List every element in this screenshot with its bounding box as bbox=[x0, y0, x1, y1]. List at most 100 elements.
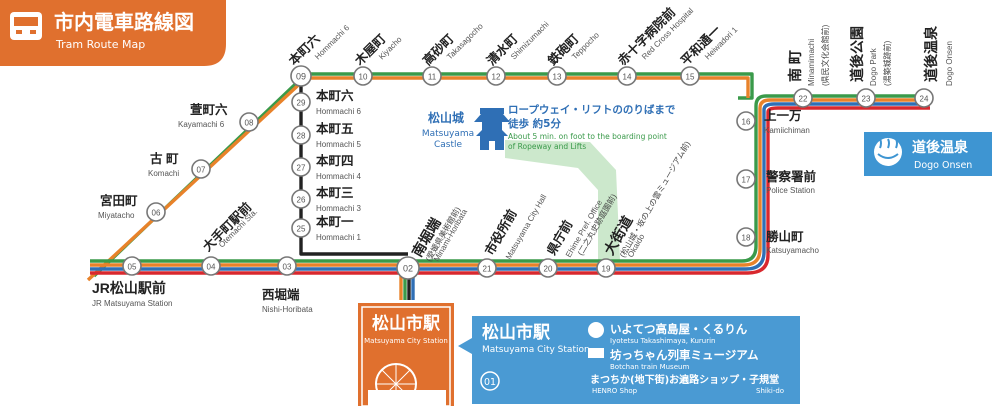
station-roman: Hommachi 3 bbox=[316, 204, 361, 213]
station-07: 07 古 町 Komachi bbox=[148, 151, 211, 179]
station-28: 28 本町五 Hommachi 5 bbox=[291, 121, 361, 149]
station-roman: Katsuyamacho bbox=[766, 246, 819, 255]
station-number: 24 bbox=[920, 95, 929, 104]
facility-3-roman-2: Shiki-do bbox=[756, 387, 784, 395]
ropeway-info: ロープウェイ・リフトののりばまで bbox=[508, 103, 676, 116]
station-name: 古 町 bbox=[150, 151, 179, 166]
station-info-num: 01 bbox=[484, 377, 496, 388]
station-info-roman: Matsuyama City Station bbox=[482, 345, 590, 355]
castle-icon bbox=[474, 108, 510, 150]
facility-takashimaya: いよてつ高島屋・くるりん Iyotetsu Takashimaya, Kurur… bbox=[588, 322, 748, 345]
station-name: 警察署前 bbox=[765, 169, 817, 184]
station-name: JR松山駅前 bbox=[92, 280, 166, 296]
castle-roman-1: Matsuyama bbox=[422, 129, 474, 139]
station-marker bbox=[146, 202, 166, 222]
train-icon bbox=[588, 348, 604, 358]
line-orange bbox=[86, 76, 750, 282]
station-marker bbox=[486, 66, 506, 86]
station-roman: Minamimachi bbox=[807, 39, 816, 86]
station-number: 11 bbox=[428, 73, 437, 82]
station-name: 宮田町 bbox=[100, 193, 138, 208]
station-name: 萱町六 bbox=[190, 102, 228, 117]
station-number: 28 bbox=[297, 132, 306, 141]
station-roman: Komachi bbox=[148, 169, 179, 178]
station-marker bbox=[596, 258, 616, 278]
station-number: 16 bbox=[742, 118, 751, 127]
station-number: 09 bbox=[296, 72, 306, 82]
line-blue bbox=[90, 102, 930, 271]
station-number: 21 bbox=[483, 265, 492, 274]
header-badge: 市内電車路線図 Tram Route Map bbox=[0, 0, 226, 66]
station-number: 27 bbox=[297, 164, 306, 173]
facility-2-roman: Botchan train Museum bbox=[610, 363, 689, 371]
station-roman: Dogo Park bbox=[869, 47, 878, 86]
station-name: 本町六 bbox=[316, 88, 354, 103]
station-marker bbox=[736, 169, 756, 189]
station-number: 29 bbox=[297, 99, 306, 108]
takashimaya-icon bbox=[588, 322, 604, 338]
station-marker bbox=[291, 92, 311, 112]
station-marker bbox=[291, 125, 311, 145]
station-marker bbox=[291, 189, 311, 209]
station-marker bbox=[736, 111, 756, 131]
station-name: 本町五 bbox=[316, 121, 354, 136]
station-marker bbox=[277, 256, 297, 276]
station-info-name: 松山市駅 bbox=[482, 322, 551, 343]
station-name: 道後温泉 bbox=[923, 25, 939, 82]
station-marker bbox=[538, 258, 558, 278]
station-number: 20 bbox=[544, 265, 553, 274]
station-number: 23 bbox=[862, 95, 871, 104]
ropeway-info-en-2: of Ropeway and Lifts bbox=[508, 142, 586, 151]
ropeway-info-en-1: About 5 min. on foot to the boarding poi… bbox=[508, 132, 667, 141]
dogo-box-roman: Dogo Onsen bbox=[914, 160, 972, 171]
dogo-box-name: 道後温泉 bbox=[912, 139, 969, 156]
station-marker bbox=[617, 66, 637, 86]
station-marker bbox=[736, 227, 756, 247]
station-marker bbox=[914, 88, 934, 108]
station-number: 19 bbox=[602, 265, 611, 274]
castle-name: 松山城 bbox=[428, 110, 464, 125]
facility-3-roman-1: HENRO Shop bbox=[592, 387, 638, 395]
line-red bbox=[90, 106, 930, 275]
station-marker bbox=[291, 157, 311, 177]
station-roman: Hommachi 4 bbox=[316, 172, 361, 181]
station-roman: JR Matsuyama Station bbox=[92, 299, 172, 308]
line-green-bottom bbox=[90, 94, 930, 263]
station-name: 本町三 bbox=[316, 185, 354, 200]
station-name: 南 町 bbox=[787, 50, 803, 82]
station-marker bbox=[201, 256, 221, 276]
station-roman: Kamiichiman bbox=[764, 126, 810, 135]
station-marker bbox=[422, 66, 442, 86]
station-number: 25 bbox=[297, 225, 306, 234]
station-note: (県民文化会館前) bbox=[820, 24, 830, 86]
station-roman: Hommachi 5 bbox=[316, 140, 361, 149]
facility-1-roman: Iyotetsu Takashimaya, Kururin bbox=[610, 337, 716, 345]
station-number: 26 bbox=[297, 196, 306, 205]
station-roman: Police Station bbox=[766, 186, 815, 195]
station-badge-name: 松山市駅 bbox=[372, 313, 441, 334]
station-number: 06 bbox=[152, 209, 161, 218]
station-22: 22 南 町 Minamimachi (県民文化会館前) bbox=[787, 24, 830, 108]
station-number: 22 bbox=[799, 95, 808, 104]
station-number: 03 bbox=[283, 263, 292, 272]
header-subtitle: Tram Route Map bbox=[55, 38, 145, 51]
station-badge-roman: Matsuyama City Station bbox=[364, 337, 448, 345]
station-marker bbox=[680, 66, 700, 86]
facility-botchan: 坊っちゃん列車ミュージアム Botchan train Museum bbox=[588, 348, 759, 371]
station-marker bbox=[793, 88, 813, 108]
station-name: 勝山町 bbox=[766, 229, 804, 244]
station-number: 07 bbox=[197, 166, 206, 175]
station-number: 17 bbox=[742, 176, 751, 185]
matsuyama-castle: 松山城 Matsuyama Castle ロープウェイ・リフトののりばまで 徒歩… bbox=[422, 103, 676, 151]
